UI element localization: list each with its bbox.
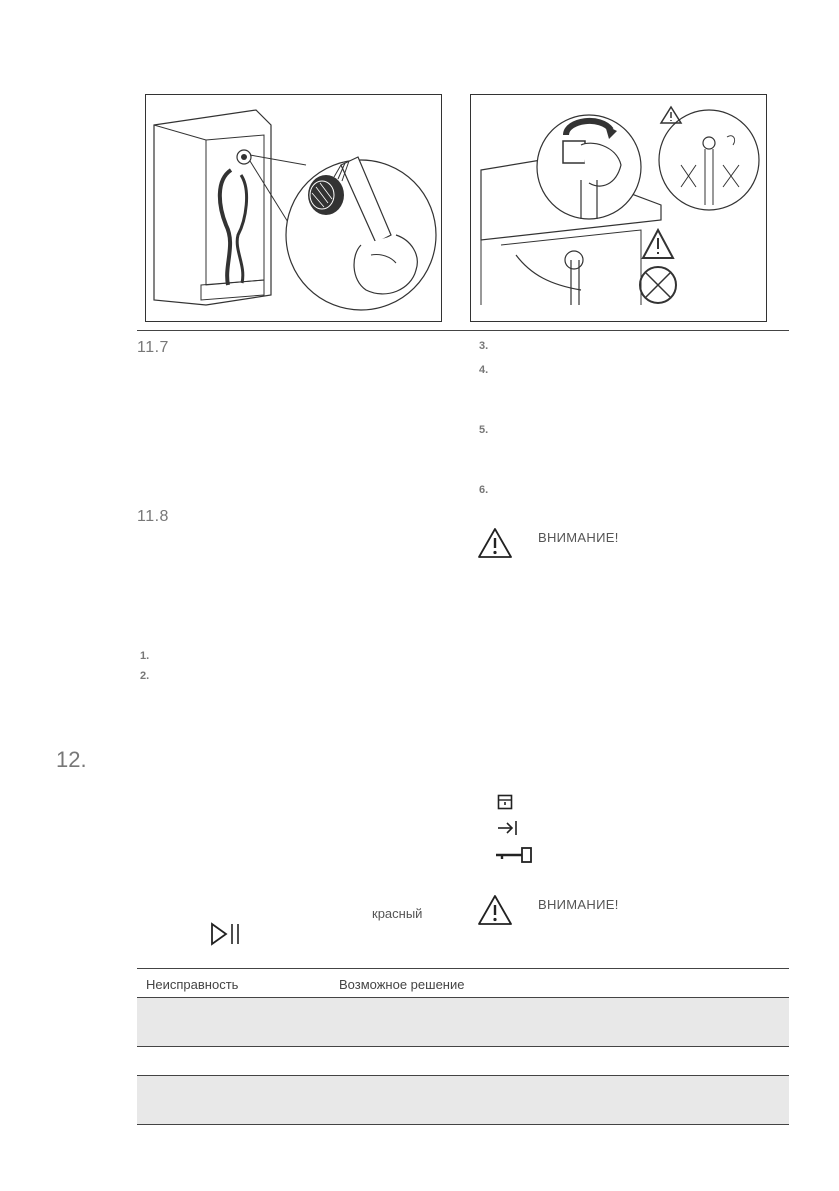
figure-inlet-hose-valve (470, 94, 767, 322)
table-bottom-rule (137, 1124, 789, 1125)
table-row-divider (137, 1075, 789, 1076)
warning-label-second: ВНИМАНИЕ! (538, 897, 619, 912)
figure-divider (137, 330, 789, 331)
right-step-6: 6. (479, 484, 489, 496)
table-row (137, 998, 789, 1046)
inlet-hose-illustration (480, 105, 760, 305)
arrow-to-bar-icon (496, 819, 520, 837)
table-header-solution: Возможное решение (339, 977, 465, 992)
left-step-1: 1. (140, 650, 150, 662)
warning-label-first: ВНИМАНИЕ! (538, 530, 619, 545)
warning-triangle-icon (477, 894, 513, 926)
door-icon (497, 794, 513, 810)
table-header-fault: Неисправность (146, 977, 239, 992)
filter-cleaning-illustration (153, 109, 437, 311)
table-row-divider (137, 1046, 789, 1047)
table-row (137, 1076, 789, 1124)
right-step-4: 4. (479, 364, 489, 376)
red-word-label: красный (372, 906, 423, 921)
key-icon (494, 845, 534, 865)
play-pause-icon (210, 922, 242, 946)
right-step-5: 5. (479, 424, 489, 436)
section-heading-11-8: 11.8 (137, 508, 169, 525)
right-step-3: 3. (479, 340, 489, 352)
table-top-rule (137, 968, 789, 969)
left-step-2: 2. (140, 670, 150, 682)
table-header-rule (137, 997, 789, 998)
section-heading-12: 12. (56, 747, 87, 772)
figure-filter-cleaning (145, 94, 442, 322)
warning-triangle-icon (477, 527, 513, 559)
section-heading-11-7: 11.7 (137, 339, 169, 356)
